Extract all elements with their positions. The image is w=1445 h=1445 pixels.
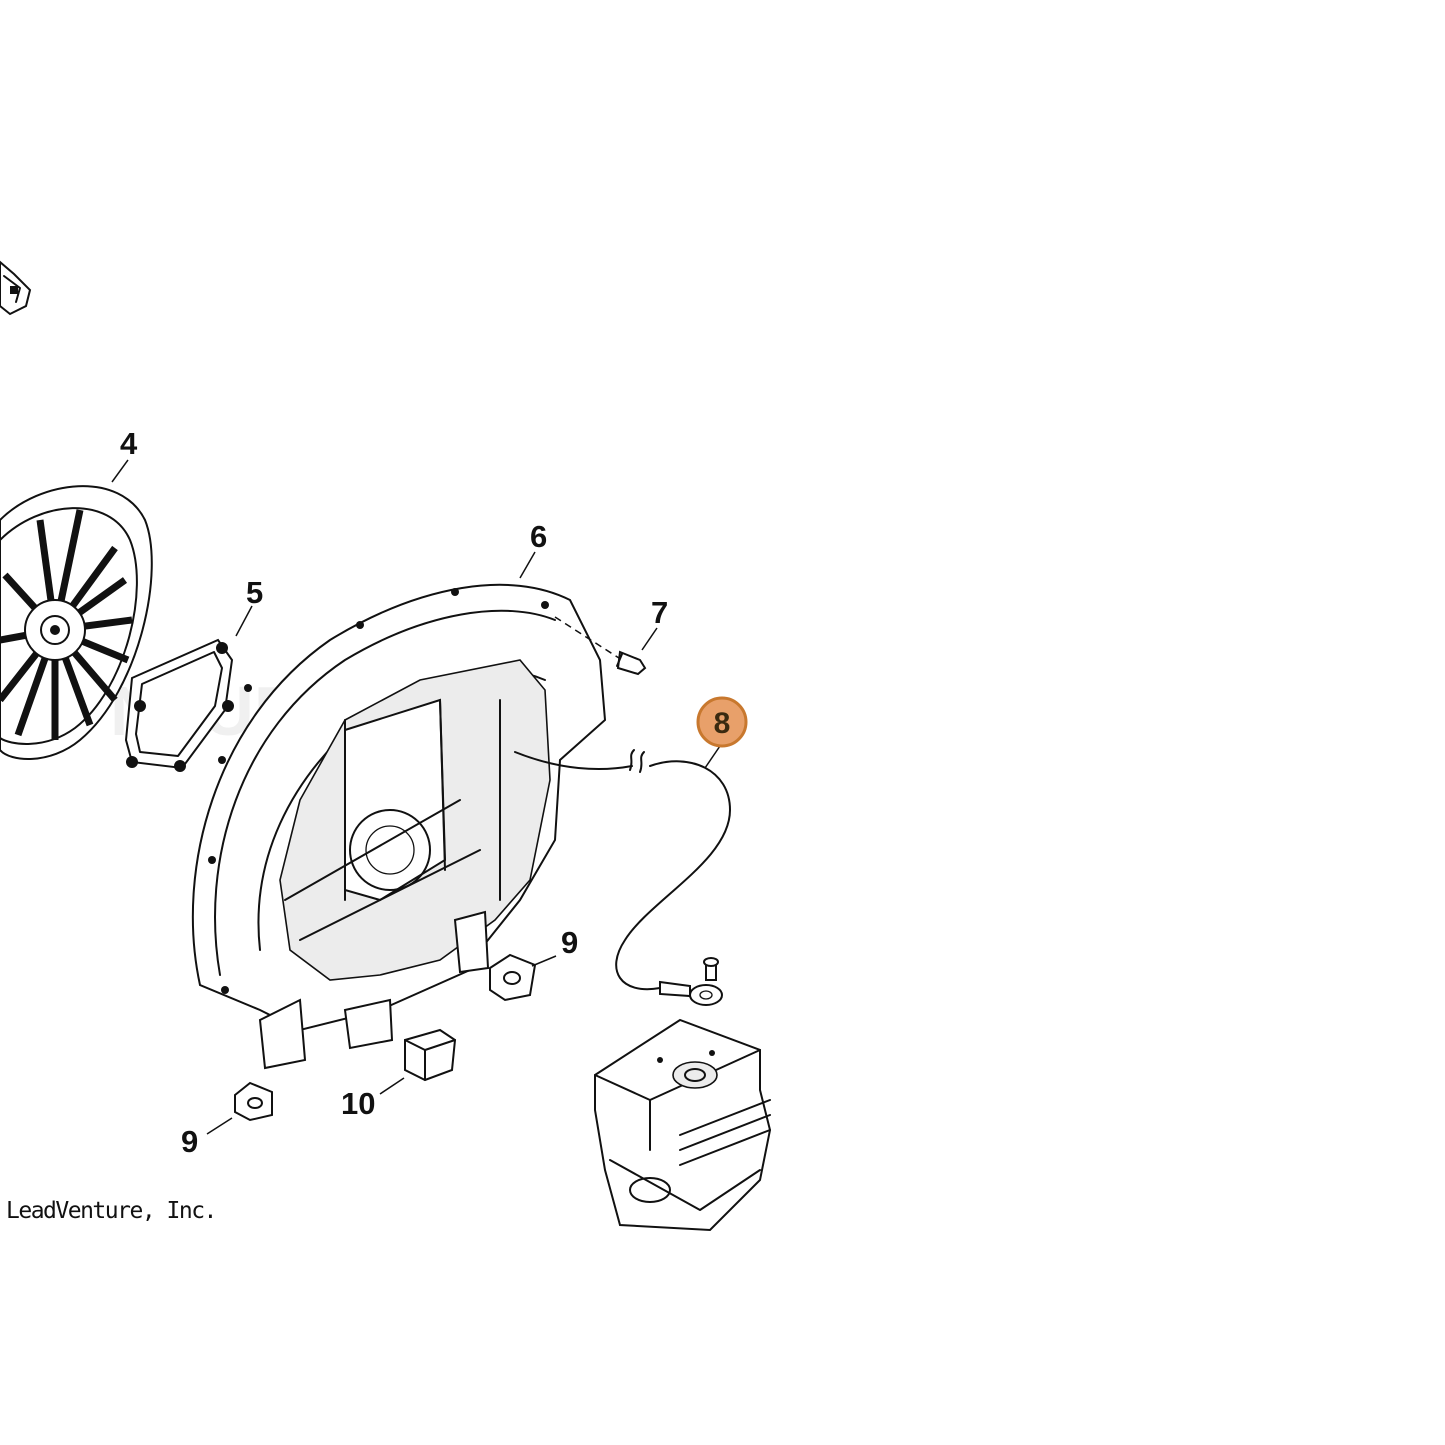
part-4-fan-wheel	[0, 485, 153, 760]
part-10-block	[404, 1028, 457, 1082]
callout-6: 6	[530, 519, 547, 554]
callout-5: 5	[246, 575, 263, 610]
cylinder-assembly	[594, 1018, 772, 1232]
callout-8: 8	[714, 707, 731, 740]
copyright-text: LeadVenture, Inc.	[6, 1198, 217, 1224]
callout-9-lower: 9	[181, 1124, 198, 1159]
part-9a-grommet	[489, 953, 537, 1002]
part-7-screw	[554, 616, 647, 676]
callout-8-highlight[interactable]: 8	[696, 696, 748, 748]
callout-7: 7	[651, 595, 668, 630]
part-8-ground-wire	[514, 749, 731, 1006]
part-fragment-top-left	[0, 260, 32, 316]
part-6-fan-housing	[191, 583, 607, 1070]
callout-4: 4	[120, 426, 138, 461]
part-5-gasket	[124, 638, 234, 772]
part-9b-grommet	[234, 1081, 273, 1122]
callouts: 4 5 6 7 8 9 9 10	[120, 426, 748, 1159]
callout-9-upper: 9	[561, 925, 578, 960]
callout-10: 10	[341, 1086, 375, 1121]
leader-lines	[111, 459, 721, 1135]
